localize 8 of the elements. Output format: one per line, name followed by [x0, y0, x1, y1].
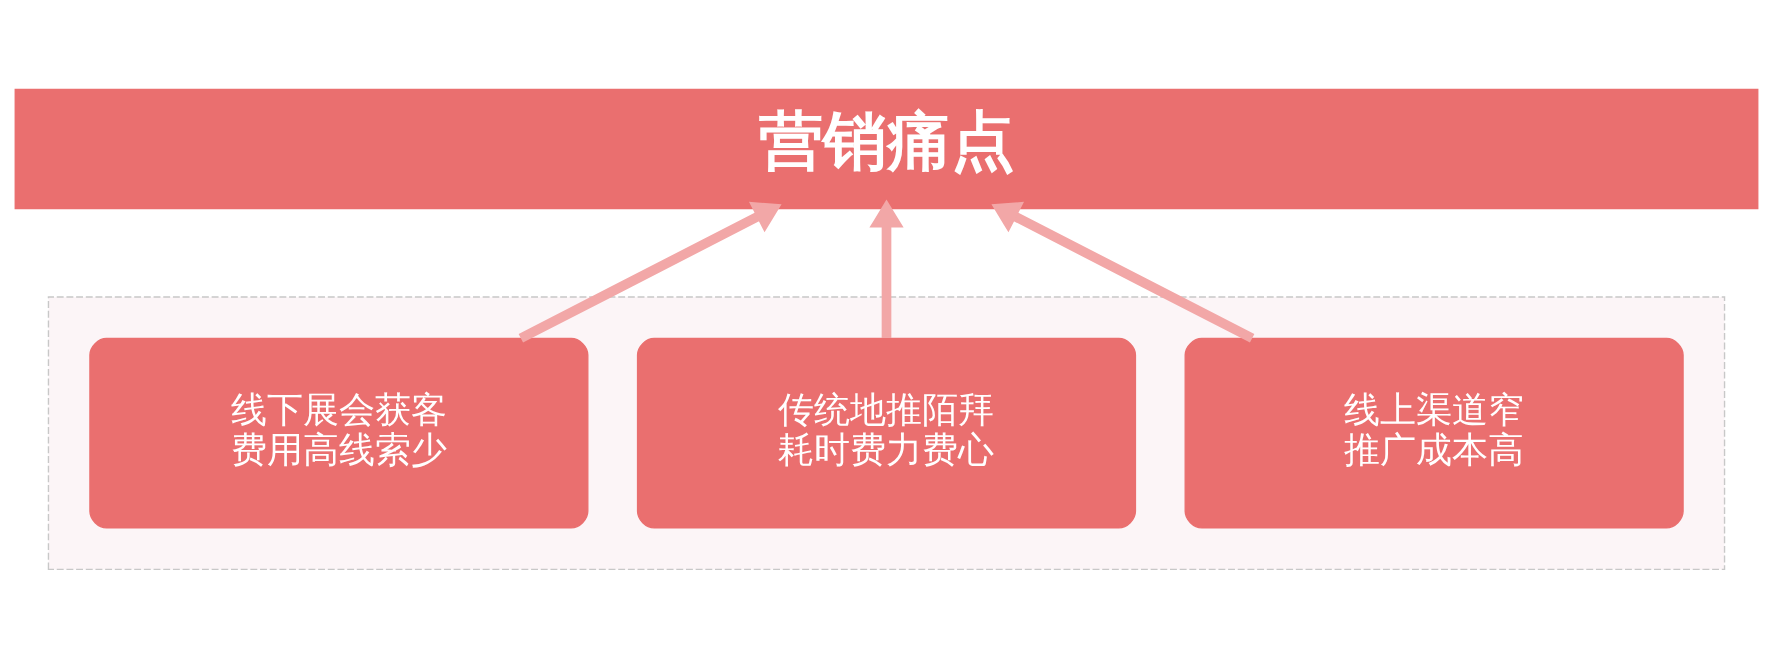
arrow [991, 201, 1255, 343]
node-box: 线上渠道窄推广成本高 [1184, 337, 1684, 529]
arrow [518, 201, 782, 343]
arrow [869, 199, 904, 339]
node-box: 传统地推陌拜耗时费力费心 [636, 337, 1137, 529]
cluster [47, 296, 1726, 571]
node-box: 线下展会获客费用高线索少 [89, 337, 589, 529]
node-box: 营销痛点 [14, 88, 1759, 210]
